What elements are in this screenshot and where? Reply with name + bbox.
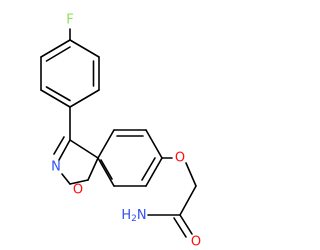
bond (173, 217, 187, 238)
bond (179, 214, 193, 235)
ring-oxygen-label: O (73, 183, 83, 198)
ring-nitrogen-atom: N (51, 160, 61, 175)
molecule-drawing: F N O O H2N O (40, 13, 201, 250)
bond-layer (40, 28, 197, 238)
atom-layer: F N O O H2N O (51, 13, 201, 250)
bond (145, 157, 163, 187)
carbonyl-oxygen-label: O (191, 235, 201, 250)
bond (69, 89, 100, 108)
structure-canvas: F N O O H2N O (40, 13, 201, 250)
bond (58, 139, 71, 161)
ether-oxygen-label: O (175, 151, 185, 166)
amide-nitrogen-atom: H2N (121, 208, 146, 225)
bond (97, 129, 115, 159)
bond (97, 157, 115, 187)
bond (87, 157, 99, 181)
carbonyl-oxygen-atom: O (191, 235, 201, 250)
bond (40, 39, 71, 58)
bond (69, 179, 89, 185)
ring-nitrogen-label: N (51, 160, 61, 175)
bond (185, 162, 197, 187)
bond (61, 173, 71, 185)
bond (45, 86, 71, 102)
bond (141, 157, 156, 181)
bond (179, 185, 197, 216)
ether-oxygen-atom: O (175, 151, 185, 166)
bond (40, 89, 71, 108)
fluorine-label: F (66, 13, 73, 28)
bond (100, 159, 113, 180)
bond (53, 136, 65, 155)
bond (45, 46, 71, 62)
ring-oxygen-atom: O (73, 183, 83, 198)
bond (69, 39, 100, 58)
amide-nitrogen-label: H2N (121, 208, 146, 225)
fluorine-atom: F (66, 13, 73, 28)
bond (69, 139, 99, 159)
bond (145, 129, 163, 159)
